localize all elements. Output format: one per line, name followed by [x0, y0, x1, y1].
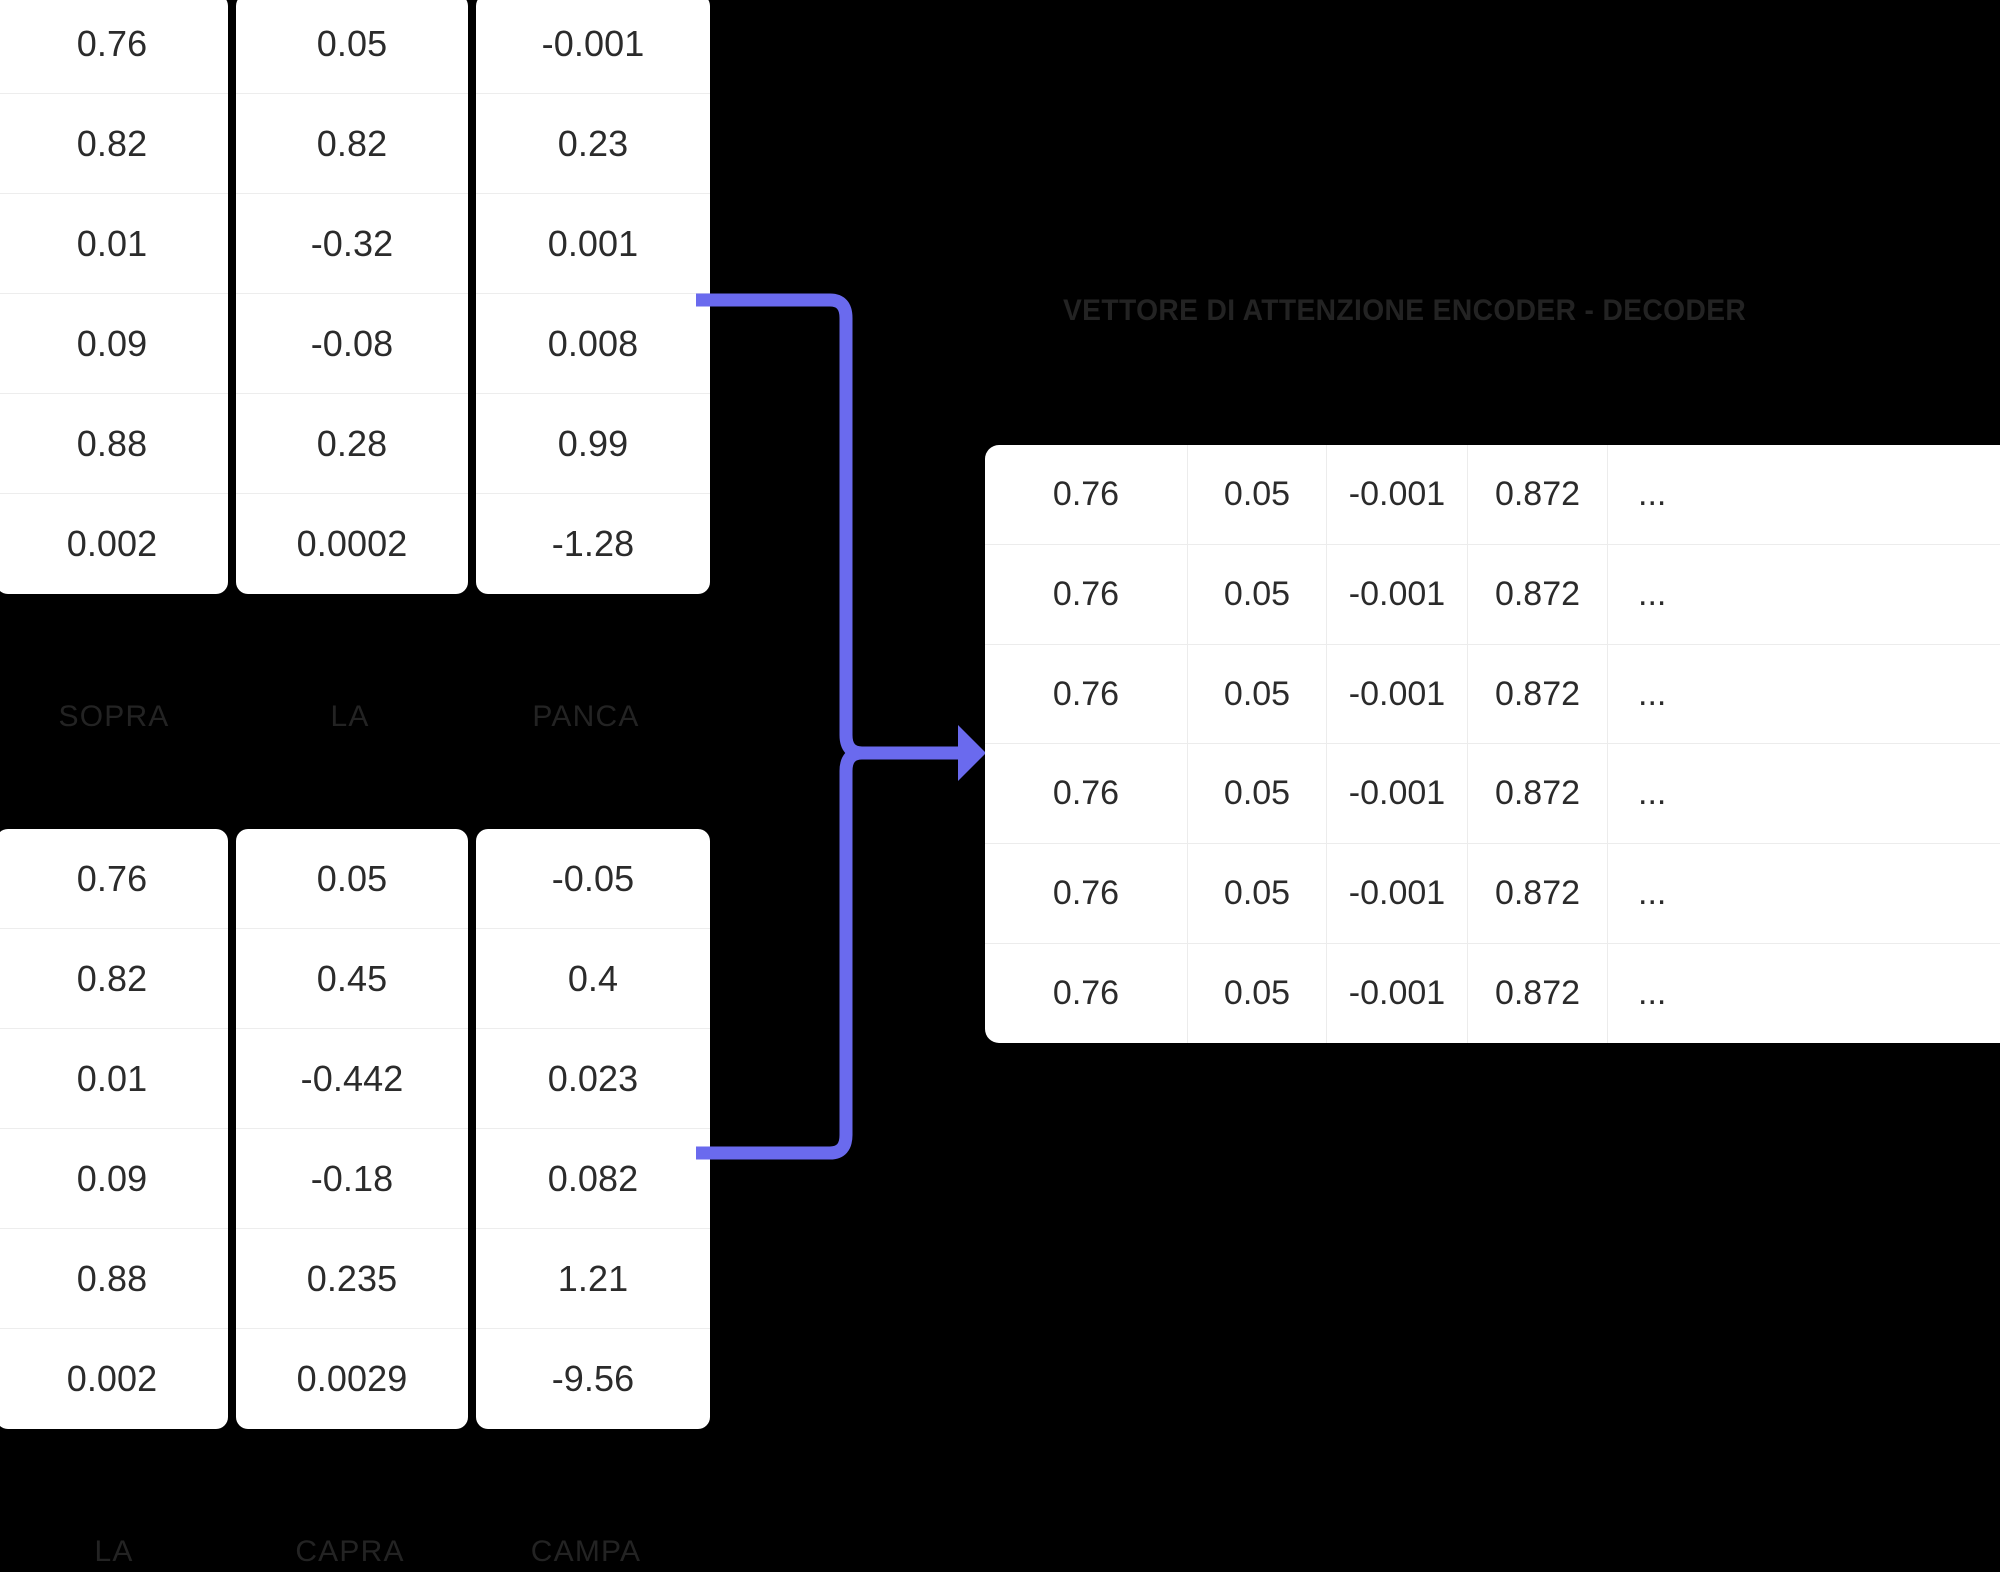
vector-cell: 0.01: [0, 194, 228, 294]
table-row: 0.76 0.05 -0.001 0.872 ...: [985, 844, 2000, 945]
attention-cell: 0.76: [985, 544, 1188, 644]
attention-cell: -0.001: [1327, 844, 1468, 944]
decoder-column-2: -0.05 0.4 0.023 0.082 1.21 -9.56: [476, 829, 710, 1429]
attention-cell: 0.05: [1188, 544, 1327, 644]
attention-cell: -0.001: [1327, 445, 1468, 544]
attention-cell: 0.872: [1468, 644, 1608, 744]
attention-cell-ellipsis: ...: [1638, 774, 1667, 813]
attention-cell-ellipsis: ...: [1638, 974, 1667, 1013]
attention-cell: 0.872: [1468, 844, 1608, 944]
table-row: 0.76 0.05 -0.001 0.872 ...: [985, 544, 2000, 645]
word-label-capra: CAPRA: [295, 1535, 405, 1568]
vector-cell: 0.76: [0, 829, 228, 929]
vector-cell: 0.05: [236, 829, 468, 929]
encoder-vector-group: 0.76 0.82 0.01 0.09 0.88 0.002 0.05 0.82…: [0, 0, 710, 594]
table-row: 0.76 0.05 -0.001 0.872 ...: [985, 445, 2000, 545]
vector-cell: -0.08: [236, 294, 468, 394]
attention-cell: 0.76: [985, 944, 1188, 1043]
decoder-column-1: 0.05 0.45 -0.442 -0.18 0.235 0.0029: [236, 829, 468, 1429]
vector-cell: -0.001: [476, 0, 710, 94]
vector-cell: -0.32: [236, 194, 468, 294]
column-gap: [228, 0, 236, 594]
vector-cell: 0.82: [0, 929, 228, 1029]
encoder-column-0: 0.76 0.82 0.01 0.09 0.88 0.002: [0, 0, 228, 594]
vector-cell: 0.01: [0, 1029, 228, 1129]
attention-cell: 0.05: [1188, 644, 1327, 744]
vector-cell: 0.0029: [296, 1358, 408, 1399]
vector-cell: 0.082: [476, 1129, 710, 1229]
vector-cell: 0.4: [476, 929, 710, 1029]
encoder-column-2: -0.001 0.23 0.001 0.008 0.99 -1.28: [476, 0, 710, 594]
vector-cell: 0.88: [0, 1229, 228, 1329]
attention-cell: -0.001: [1327, 644, 1468, 744]
attention-cell: 0.05: [1188, 744, 1327, 844]
attention-cell-ellipsis: ...: [1638, 874, 1667, 913]
attention-cell: 0.05: [1188, 445, 1327, 544]
vector-cell: 0.28: [236, 394, 468, 494]
word-label-sopra: SOPRA: [58, 700, 170, 733]
table-row: 0.76 0.05 -0.001 0.872 ...: [985, 744, 2000, 845]
vector-cell: 0.002: [66, 1358, 158, 1399]
attention-cell-ellipsis: ...: [1638, 474, 1667, 513]
vector-cell: 0.001: [476, 194, 710, 294]
attention-cell: 0.872: [1468, 744, 1608, 844]
attention-cell-ellipsis: ...: [1638, 674, 1667, 713]
word-label-panca: PANCA: [532, 700, 640, 733]
vector-cell: 0.45: [236, 929, 468, 1029]
attention-cell: 0.872: [1468, 944, 1608, 1043]
vector-cell: -0.442: [236, 1029, 468, 1129]
attention-cell-ellipsis: ...: [1638, 574, 1667, 613]
decoder-column-0: 0.76 0.82 0.01 0.09 0.88 0.002: [0, 829, 228, 1429]
vector-cell: -9.56: [551, 1358, 635, 1399]
attention-cell: 0.76: [985, 744, 1188, 844]
attention-cell: -0.001: [1327, 944, 1468, 1043]
merge-arrow-icon: [696, 293, 986, 1160]
attention-cell: 0.05: [1188, 944, 1327, 1043]
attention-cell: 0.872: [1468, 544, 1608, 644]
vector-cell: 0.002: [66, 523, 158, 564]
table-row: 0.76 0.05 -0.001 0.872 ...: [985, 644, 2000, 745]
word-label-la: LA: [94, 1535, 134, 1568]
encoder-word-labels: SOPRA LA PANCA: [0, 700, 704, 734]
vector-cell: 0.05: [236, 0, 468, 94]
attention-cell: 0.05: [1188, 844, 1327, 944]
word-label-la: LA: [330, 700, 370, 733]
vector-cell: -0.18: [236, 1129, 468, 1229]
column-gap: [468, 829, 476, 1429]
encoder-column-1: 0.05 0.82 -0.32 -0.08 0.28 0.0002: [236, 0, 468, 594]
vector-cell: 0.99: [476, 394, 710, 494]
vector-cell: 0.82: [236, 94, 468, 194]
attention-cell: 0.76: [985, 644, 1188, 744]
arrow-head-icon: [958, 725, 986, 781]
attention-cell: 0.76: [985, 844, 1188, 944]
decoder-word-labels: LA CAPRA CAMPA: [0, 1535, 704, 1569]
vector-cell: -0.05: [476, 829, 710, 929]
vector-cell: -1.28: [551, 523, 635, 564]
vector-cell: 0.023: [476, 1029, 710, 1129]
vector-cell: 1.21: [476, 1229, 710, 1329]
vector-cell: 0.09: [0, 294, 228, 394]
column-gap: [228, 829, 236, 1429]
word-label-campa: CAMPA: [530, 1535, 642, 1568]
vector-cell: 0.76: [0, 0, 228, 94]
vector-cell: 0.82: [0, 94, 228, 194]
vector-cell: 0.235: [236, 1229, 468, 1329]
attention-cell: 0.76: [985, 445, 1188, 544]
attention-cell: -0.001: [1327, 544, 1468, 644]
vector-cell: 0.88: [0, 394, 228, 494]
attention-cell: -0.001: [1327, 744, 1468, 844]
vector-cell: 0.09: [0, 1129, 228, 1229]
attention-matrix-title: VETTORE DI ATTENZIONE ENCODER - DECODER: [1063, 294, 1747, 327]
vector-cell: 0.23: [476, 94, 710, 194]
table-row: 0.76 0.05 -0.001 0.872 ...: [985, 944, 2000, 1043]
decoder-vector-group: 0.76 0.82 0.01 0.09 0.88 0.002 0.05 0.45…: [0, 829, 710, 1429]
vector-cell: 0.0002: [296, 523, 408, 564]
attention-matrix: 0.76 0.05 -0.001 0.872 ... 0.76 0.05 -0.…: [985, 445, 2000, 1043]
attention-cell: 0.872: [1468, 445, 1608, 544]
column-gap: [468, 0, 476, 594]
vector-cell: 0.008: [476, 294, 710, 394]
